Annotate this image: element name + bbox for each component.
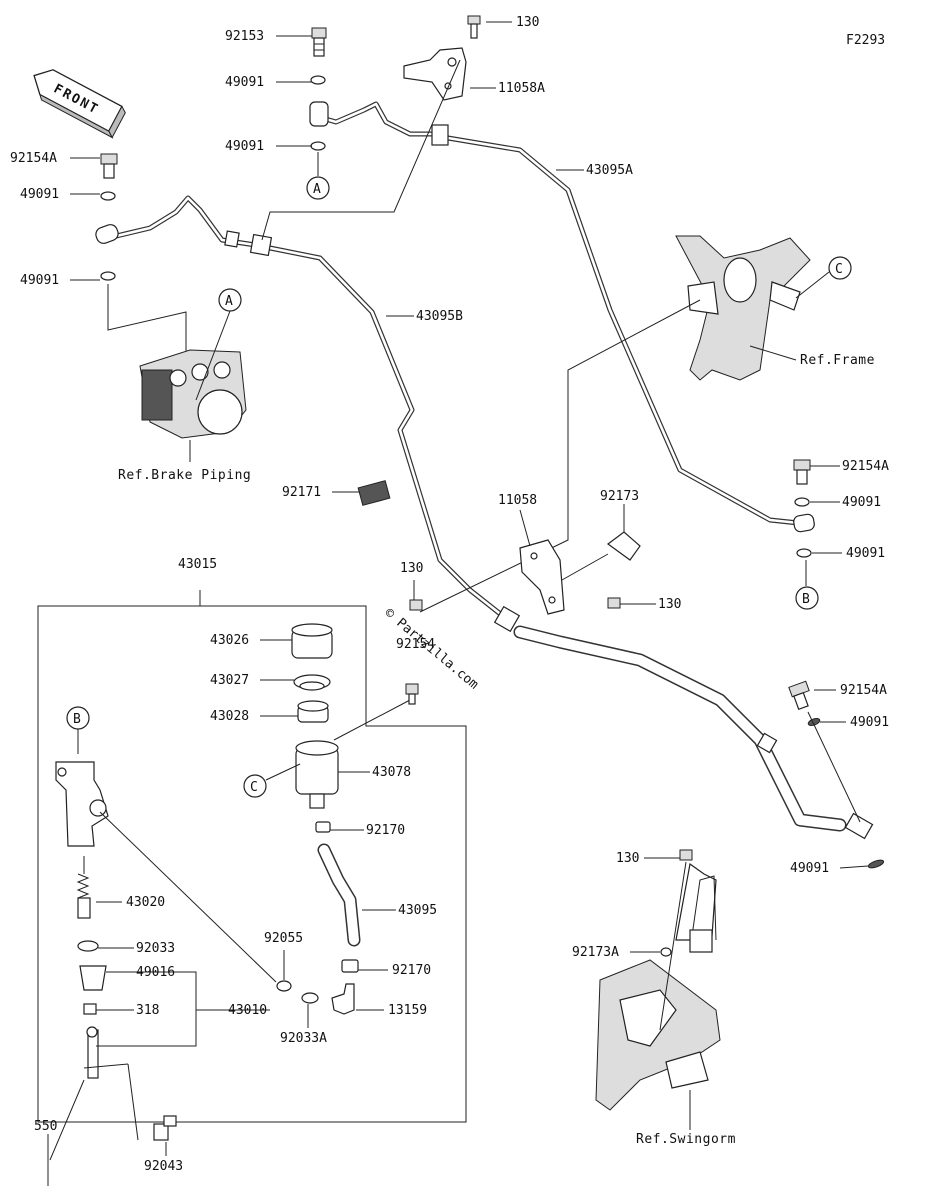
left-bolts xyxy=(95,153,187,404)
label-92153: 92153 xyxy=(225,29,264,44)
callout-c-reservoir: C xyxy=(250,780,258,795)
label-92033: 92033 xyxy=(136,941,175,956)
label-43095: 43095 xyxy=(398,903,437,918)
label-92154A-b: 92154A xyxy=(842,459,889,474)
top-bolts: A xyxy=(306,15,481,200)
reservoir-parts: C xyxy=(243,623,419,1015)
label-130-low: 130 xyxy=(616,851,639,866)
label-43020: 43020 xyxy=(126,895,165,910)
right-banjo: B xyxy=(793,459,819,610)
rear-brake-hose xyxy=(513,625,874,840)
label-92043: 92043 xyxy=(144,1159,183,1174)
callout-b-right: B xyxy=(802,592,810,607)
label-49016: 49016 xyxy=(136,965,175,980)
callout-c-frame: C xyxy=(835,262,843,277)
label-49091-e: 49091 xyxy=(842,495,881,510)
callout-a-abs: A xyxy=(225,294,233,309)
master-cylinder: B xyxy=(47,706,319,1186)
ref-swingarm: Ref.Swingorm xyxy=(636,1132,736,1147)
label-49091-c: 49091 xyxy=(20,187,59,202)
label-130-mid: 130 xyxy=(400,561,423,576)
label-92154-mid: 92154 xyxy=(396,637,435,652)
front-arrow: FRONT xyxy=(33,69,126,139)
label-130-top: 130 xyxy=(516,15,539,30)
master-cylinder-box xyxy=(37,590,467,1123)
label-43010: 43010 xyxy=(228,1003,267,1018)
label-49091-b: 49091 xyxy=(225,139,264,154)
label-43078: 43078 xyxy=(372,765,411,780)
ref-frame: Ref.Frame xyxy=(800,353,875,368)
caliper-banjo xyxy=(788,680,885,869)
label-92170-b: 92170 xyxy=(392,963,431,978)
clip-92171 xyxy=(357,480,391,506)
label-92033A: 92033A xyxy=(280,1031,327,1046)
label-49091-a: 49091 xyxy=(225,75,264,90)
label-43095A: 43095A xyxy=(586,163,633,178)
label-550: 550 xyxy=(34,1119,57,1134)
swingarm-section: Ref.Swingorm xyxy=(595,849,736,1147)
callout-a-top: A xyxy=(313,182,321,197)
label-49091-f: 49091 xyxy=(846,546,885,561)
label-318: 318 xyxy=(136,1003,159,1018)
label-92171: 92171 xyxy=(282,485,321,500)
label-49091-g: 49091 xyxy=(850,715,889,730)
label-43095B: 43095B xyxy=(416,309,463,324)
label-130-right: 130 xyxy=(658,597,681,612)
label-92055: 92055 xyxy=(264,931,303,946)
label-92173A: 92173A xyxy=(572,945,619,960)
label-11058: 11058 xyxy=(498,493,537,508)
label-11058A: 11058A xyxy=(498,81,545,96)
label-92170-a: 92170 xyxy=(366,823,405,838)
label-92173: 92173 xyxy=(600,489,639,504)
ref-brake-piping: Ref.Brake Piping xyxy=(118,468,251,483)
label-92154A-c: 92154A xyxy=(840,683,887,698)
part-labels: 92153 130 49091 11058A 49091 43095A 9215… xyxy=(10,15,889,1174)
leader-lines xyxy=(47,21,842,1156)
label-49091-h: 49091 xyxy=(790,861,829,876)
diagram-code: F2293 xyxy=(846,33,885,48)
bracket-11058 xyxy=(409,504,656,615)
label-43015: 43015 xyxy=(178,557,217,572)
callout-b-master: B xyxy=(73,712,81,727)
label-49091-d: 49091 xyxy=(20,273,59,288)
brake-pipes xyxy=(105,101,811,633)
label-43028: 43028 xyxy=(210,709,249,724)
abs-unit: A Ref.Brake Piping xyxy=(118,288,251,483)
label-43027: 43027 xyxy=(210,673,249,688)
label-92154A-a: 92154A xyxy=(10,151,57,166)
label-43026: 43026 xyxy=(210,633,249,648)
frame-section: C Ref.Frame xyxy=(419,235,875,613)
label-13159: 13159 xyxy=(388,1003,427,1018)
